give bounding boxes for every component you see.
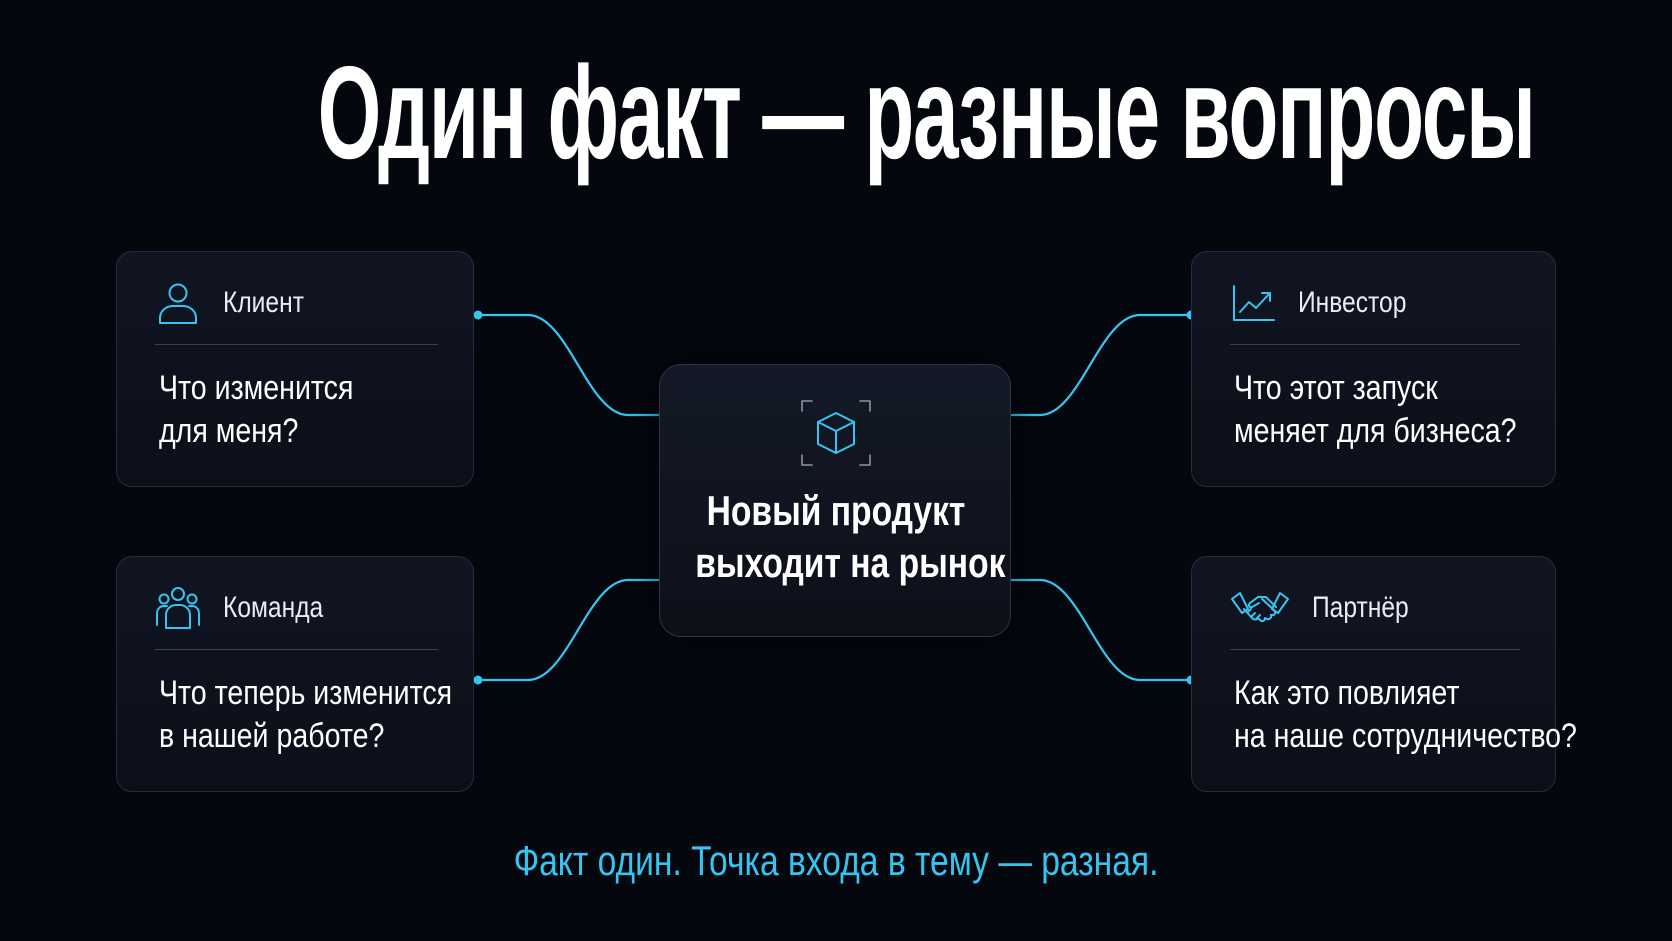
card-divider [155,649,438,650]
card-team: Команда Что теперь изменится в нашей раб… [116,556,474,792]
chart-growth-icon [1233,285,1275,321]
card-team-header: Команда [155,583,345,633]
card-investor-question: Что этот запуск меняет для бизнеса? [1234,369,1517,450]
card-divider [155,344,438,345]
card-client-label: Клиент [223,286,304,319]
card-divider [1230,344,1520,345]
card-partner-label: Партнёр [1312,591,1409,624]
card-team-question: Что теперь изменится в нашей работе? [159,674,453,755]
center-card: Новый продукт выходит на рынок [659,364,1011,637]
connector-partner [1009,578,1193,682]
card-partner-question: Как это повлияет на наше сотрудничество? [1234,674,1577,755]
connector-dot-client [473,310,483,320]
card-investor-header: Инвестор [1230,278,1430,328]
card-client: Клиент Что изменится для меня? [116,251,474,487]
connector-investor [1009,313,1193,417]
card-partner-header: Партнёр [1230,583,1430,633]
center-fact: Новый продукт выходит на рынок [695,487,1006,586]
card-investor: Инвестор Что этот запуск меняет для бизн… [1191,251,1556,487]
page-title: Один факт — разные вопросы [317,39,1536,186]
connector-client [476,313,661,417]
connector-team [476,578,661,682]
card-partner: Партнёр Как это повлияет на наше сотрудн… [1191,556,1577,792]
user-icon [159,283,197,324]
handshake-icon [1231,592,1289,623]
card-team-label: Команда [223,591,324,624]
connector-dot-team [473,675,483,685]
card-client-question: Что изменится для меня? [159,369,354,450]
cube-icon [801,400,871,466]
team-icon [156,587,200,629]
card-divider [1230,649,1520,650]
footer-tagline: Факт один. Точка входа в тему — разная. [513,837,1159,884]
card-investor-label: Инвестор [1298,286,1407,319]
card-client-header: Клиент [155,278,322,328]
